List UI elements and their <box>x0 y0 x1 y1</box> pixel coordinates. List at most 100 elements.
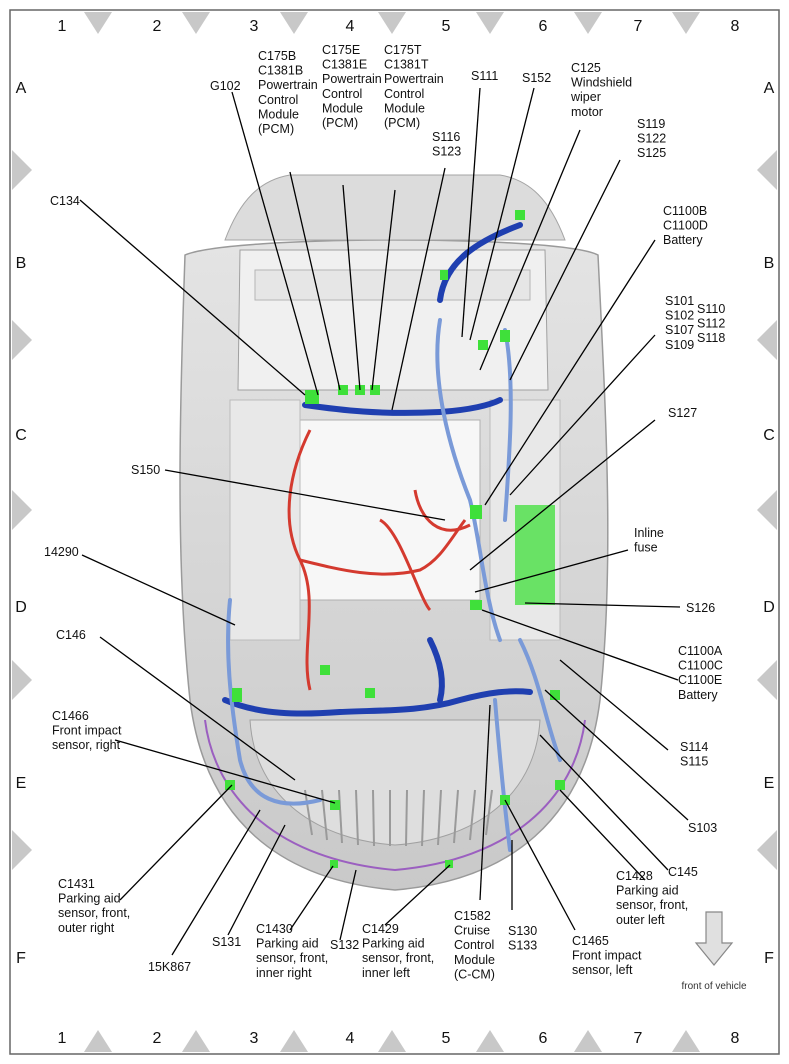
harness-red <box>287 429 471 691</box>
grid-column-label: 8 <box>731 18 740 35</box>
callout-line: S111 <box>471 69 498 83</box>
callout-c134: C134 <box>50 194 80 208</box>
callout-line: C175T <box>384 43 422 57</box>
callout-line: Module <box>258 107 299 121</box>
callout-line: Module <box>322 101 363 115</box>
grid-column-label: 1 <box>58 18 67 35</box>
border-triangles <box>12 12 777 1052</box>
callout-line: outer right <box>58 921 115 935</box>
callout-line: Control <box>384 87 424 101</box>
callout-line: Battery <box>663 233 703 247</box>
grid-row-label: D <box>15 599 27 616</box>
callout-line: Front impact <box>572 949 642 963</box>
callout-line: Module <box>454 953 495 967</box>
callout-line: Inline <box>634 526 664 540</box>
callout-line: C134 <box>50 194 80 208</box>
grid-column-label: 7 <box>634 1030 643 1047</box>
callout-line: S133 <box>508 939 537 953</box>
grid-column-label: 6 <box>539 1030 548 1047</box>
front-of-vehicle-label: front of vehicle <box>681 981 746 992</box>
callout-line: sensor, front, <box>362 951 434 965</box>
callout-line: S118 <box>697 331 725 345</box>
harness-dark-blue <box>222 222 533 717</box>
grid-row-label: B <box>16 255 27 272</box>
callout-line: C1582 <box>454 909 491 923</box>
callout-s103: S103 <box>688 821 717 835</box>
grid-column-label: 3 <box>250 18 259 35</box>
grid-column-label: 1 <box>58 1030 67 1047</box>
callout-line: C1100B <box>663 204 707 218</box>
callout-line: S126 <box>686 601 715 615</box>
callout-line: S127 <box>668 406 697 420</box>
callout-line: outer left <box>616 913 665 927</box>
callout-line: Parking aid <box>362 937 425 951</box>
callout-line: S131 <box>212 935 241 949</box>
callout-line: 15K867 <box>148 960 191 974</box>
grid-row-label: A <box>764 80 775 97</box>
callout-line: C1465 <box>572 934 609 948</box>
grid-column-label: 3 <box>250 1030 259 1047</box>
callout-15k867: 15K867 <box>148 960 191 974</box>
grid-row-label: E <box>764 775 775 792</box>
callout-s131: S131 <box>212 935 241 949</box>
battery-pack <box>515 505 555 605</box>
callout-line: S110 <box>697 302 725 316</box>
callout-14290: 14290 <box>44 545 79 559</box>
grid-column-label: 2 <box>153 1030 162 1047</box>
grid-row-label: C <box>763 427 775 444</box>
callout-line: C1431 <box>58 877 95 891</box>
callout-line: C1100A <box>678 644 723 658</box>
callout-line: sensor, right <box>52 738 121 752</box>
callout-line: sensor, left <box>572 963 633 977</box>
callout-line: S107 <box>665 323 694 337</box>
callout-line: C1429 <box>362 922 399 936</box>
callout-line: (PCM) <box>258 122 294 136</box>
harness-light-blue <box>226 318 562 852</box>
callout-line: S116 <box>432 130 460 144</box>
callout-line: Control <box>322 87 362 101</box>
callout-s152: S152 <box>522 71 551 85</box>
grid-column-label: 8 <box>731 1030 740 1047</box>
callout-line: Parking aid <box>616 884 679 898</box>
grid-column-label: 4 <box>346 18 355 35</box>
callout-s150: S150 <box>131 463 160 477</box>
callout-line: (PCM) <box>384 116 420 130</box>
callout-line: Control <box>454 938 494 952</box>
callout-line: C1428 <box>616 869 653 883</box>
grid-column-label: 6 <box>539 18 548 35</box>
callout-line: C1381E <box>322 58 367 72</box>
callout-line: S103 <box>688 821 717 835</box>
callout-line: S132 <box>330 938 359 952</box>
callout-line: C1466 <box>52 709 89 723</box>
callout-line: S114 <box>680 740 708 754</box>
grid-row-label: A <box>16 80 27 97</box>
callout-line: Module <box>384 101 425 115</box>
callout-line: sensor, front, <box>256 951 328 965</box>
callout-line: S150 <box>131 463 160 477</box>
callout-line: C1381B <box>258 64 303 78</box>
front-of-vehicle-arrow-icon <box>694 911 734 966</box>
callout-line: C1100D <box>663 219 708 233</box>
callout-line: S125 <box>637 146 666 160</box>
callout-line: 14290 <box>44 545 79 559</box>
callout-line: S112 <box>697 317 725 331</box>
callout-line: S101 <box>665 294 694 308</box>
callout-line: Battery <box>678 688 718 702</box>
